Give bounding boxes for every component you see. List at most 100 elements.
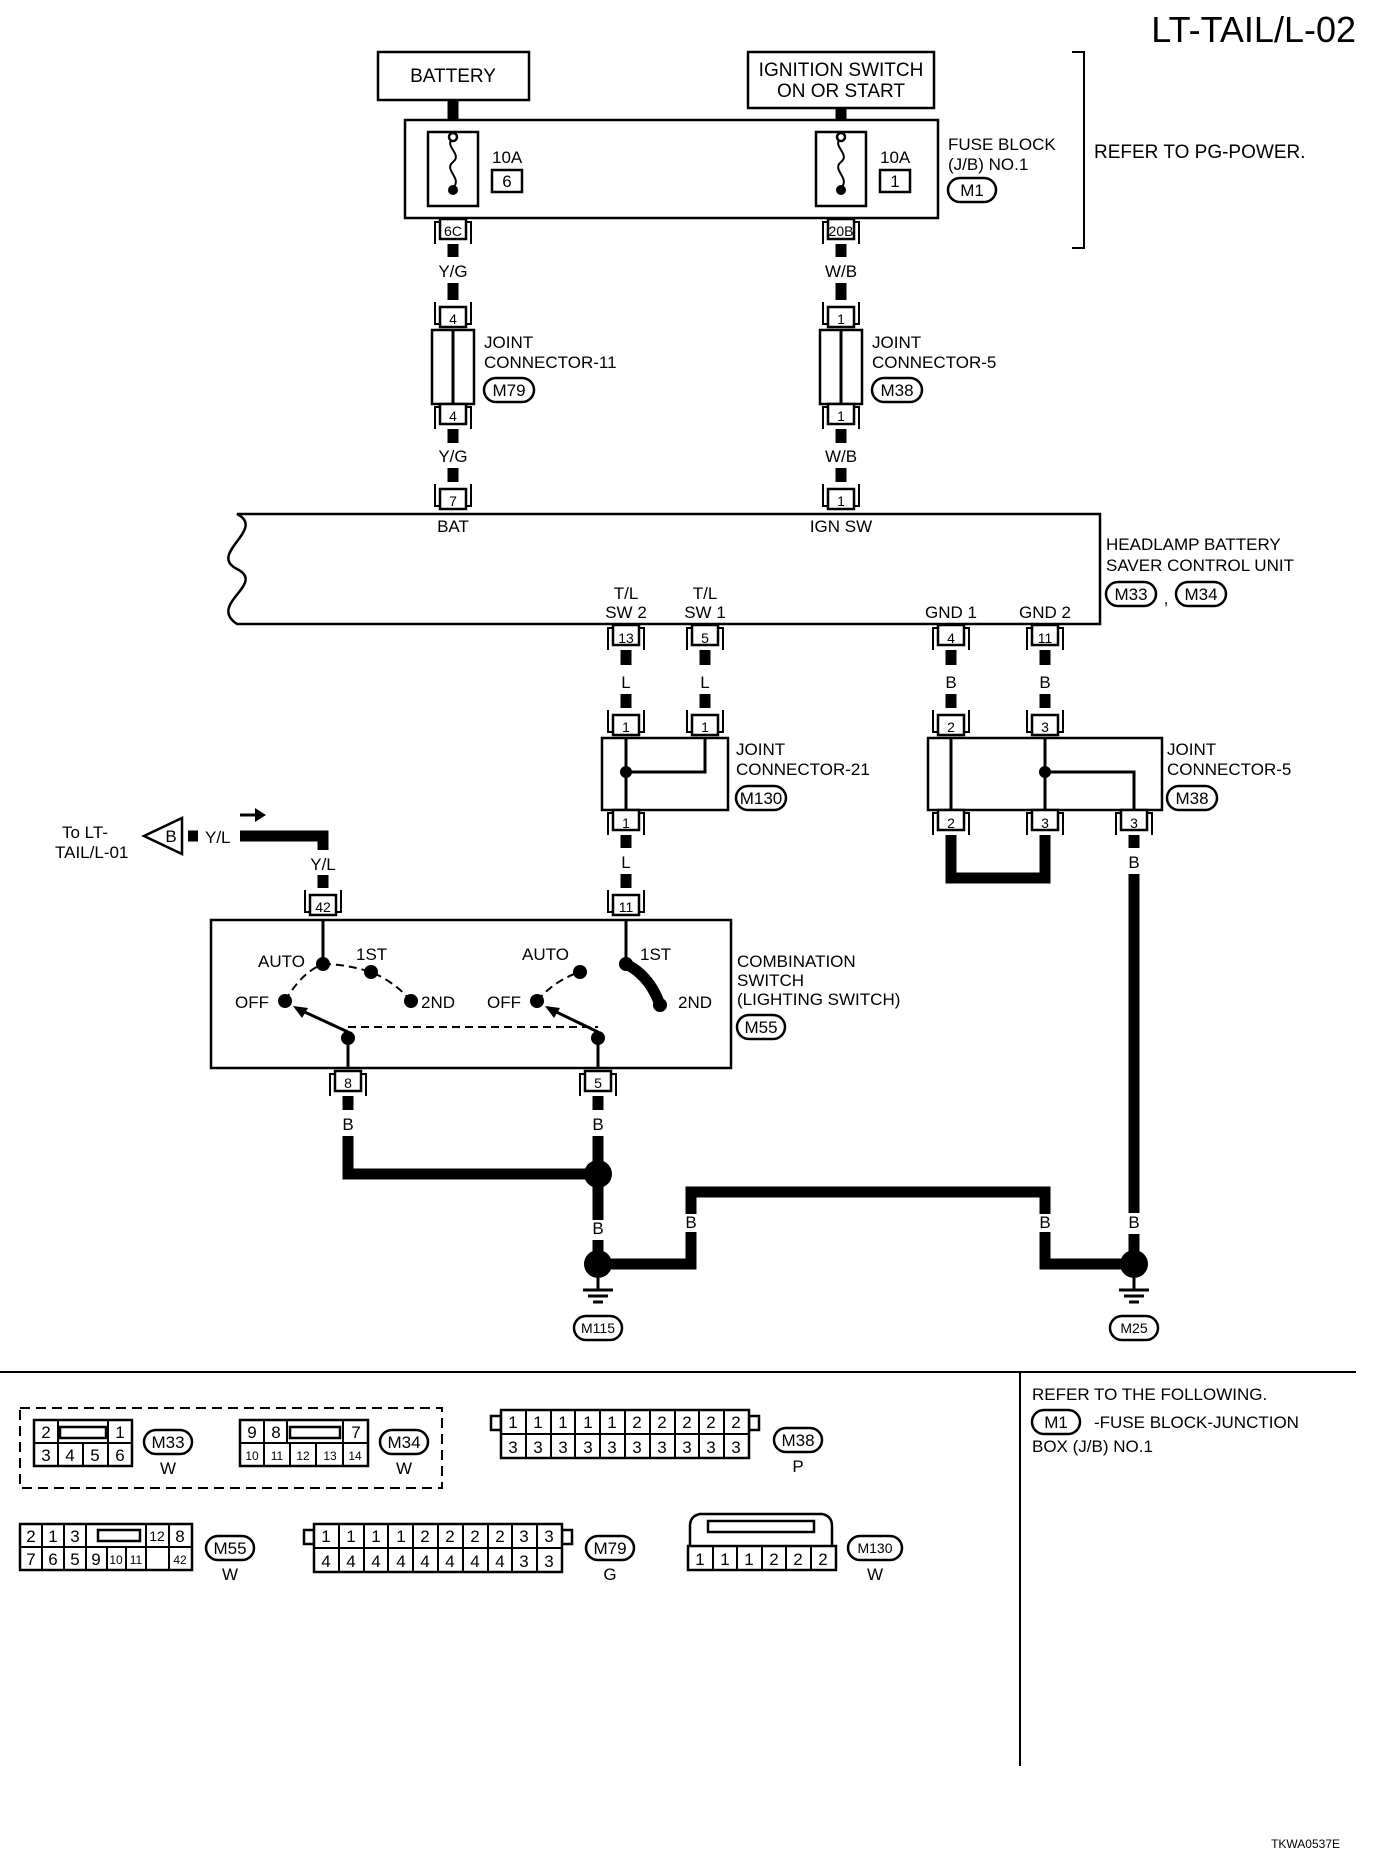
jc5-bottom-label-2: CONNECTOR-5 (1167, 760, 1291, 779)
cu-term-bat: BAT (437, 517, 469, 536)
svg-text:2: 2 (445, 1527, 454, 1546)
refer-following: REFER TO THE FOLLOWING. (1032, 1385, 1267, 1404)
connector-m55-diagram: 2 1 3 12 8 7 6 5 9 10 11 42 M55 W (18, 1522, 256, 1584)
svg-text:3: 3 (508, 1438, 517, 1457)
jc11-pin-bottom: 4 (449, 408, 457, 424)
ground-m115: M115 (581, 1320, 615, 1336)
svg-text:13: 13 (323, 1449, 337, 1463)
jc5-top-label-2: CONNECTOR-5 (872, 353, 996, 372)
to-lt-1: To LT- (62, 823, 108, 842)
combination-switch-box (209, 918, 733, 1070)
svg-text:4: 4 (396, 1552, 405, 1571)
svg-text:3: 3 (607, 1438, 616, 1457)
svg-text:3: 3 (544, 1527, 553, 1546)
svg-text:5: 5 (90, 1446, 99, 1465)
svg-text:2: 2 (818, 1550, 827, 1569)
control-unit-sep: , (1164, 589, 1169, 608)
connector-m33-color: W (160, 1459, 176, 1478)
refer-item-2: BOX (J/B) NO.1 (1032, 1437, 1153, 1456)
svg-text:5: 5 (70, 1550, 79, 1569)
wire-l-sw2: L (621, 673, 630, 692)
svg-text:3: 3 (706, 1438, 715, 1457)
svg-text:2: 2 (657, 1413, 666, 1432)
jc5b-pin-bottom-3: 3 (1130, 815, 1138, 831)
svg-text:7: 7 (26, 1550, 35, 1569)
wire-l-sw1: L (700, 673, 709, 692)
svg-text:14: 14 (348, 1449, 362, 1463)
svg-text:1: 1 (346, 1527, 355, 1546)
connector-m55-name: M55 (213, 1539, 246, 1558)
figure-code: TKWA0537E (1271, 1837, 1340, 1851)
wire-yg-1: Y/G (438, 262, 467, 281)
svg-text:3: 3 (519, 1552, 528, 1571)
jc21-label-1: JOINT (736, 740, 785, 759)
jc5b-pin-bottom-1: 2 (947, 815, 955, 831)
to-lt-arrow[interactable] (141, 816, 184, 856)
svg-text:6: 6 (48, 1550, 57, 1569)
svg-text:1: 1 (396, 1527, 405, 1546)
svg-text:3: 3 (519, 1527, 528, 1546)
wire-yl-2: Y/L (310, 855, 336, 874)
cu-term-sw2-2: SW 2 (605, 603, 647, 622)
svg-text:11: 11 (271, 1449, 284, 1463)
svg-text:3: 3 (41, 1446, 50, 1465)
cu-pin-sw2: 13 (618, 630, 634, 646)
combo-auto-2: AUTO (522, 945, 569, 964)
control-unit-connector-1: M33 (1114, 585, 1147, 604)
cu-pin-sw1: 5 (701, 630, 709, 646)
jc5b-pin-top-2: 3 (1041, 719, 1049, 735)
jc5-top-pin-top: 1 (837, 311, 845, 327)
jc5-top-connector: M38 (880, 381, 913, 400)
jc21-pin-bottom: 1 (622, 815, 630, 831)
svg-text:1: 1 (371, 1527, 380, 1546)
control-unit-connector-2: M34 (1184, 585, 1217, 604)
svg-text:1: 1 (533, 1413, 542, 1432)
connector-m38-name: M38 (781, 1431, 814, 1450)
combo-pin-5: 5 (594, 1075, 602, 1091)
svg-text:1: 1 (115, 1423, 124, 1442)
cu-pin-ign: 1 (837, 493, 845, 509)
svg-text:2: 2 (470, 1527, 479, 1546)
wire-yl-1: Y/L (205, 828, 231, 847)
svg-text:6: 6 (115, 1446, 124, 1465)
combo-1st-2: 1ST (640, 945, 671, 964)
cu-term-gnd2: GND 2 (1019, 603, 1071, 622)
connector-m55-color: W (222, 1565, 238, 1584)
svg-text:1: 1 (695, 1550, 704, 1569)
fuse-right-amp: 10A (880, 148, 911, 167)
wire-b-gnd2: B (1039, 673, 1050, 692)
wire-b-gnd-m115: B (592, 1219, 603, 1238)
connector-m38-color: P (792, 1457, 803, 1476)
connector-m33-name: M33 (151, 1433, 184, 1452)
svg-text:2: 2 (420, 1527, 429, 1546)
combo-off-1: OFF (235, 993, 269, 1012)
svg-text:3: 3 (682, 1438, 691, 1457)
fuse-right-num: 1 (890, 172, 899, 191)
jc5b-pin-top-1: 2 (947, 719, 955, 735)
cu-term-ign: IGN SW (810, 517, 872, 536)
jc11-label-1: JOINT (484, 333, 533, 352)
ground-m25-icon (1117, 1288, 1151, 1304)
battery-box (376, 50, 531, 102)
connector-m34-color: W (396, 1459, 412, 1478)
connector-m79-color: G (603, 1565, 616, 1584)
svg-text:3: 3 (70, 1527, 79, 1546)
ignition-switch-box (746, 50, 936, 110)
svg-text:3: 3 (544, 1552, 553, 1571)
svg-text:2: 2 (495, 1527, 504, 1546)
wire-b-m25: B (1128, 1213, 1139, 1232)
fuse-terminal-6c: 6C (444, 223, 462, 239)
wire-wb-2: W/B (825, 447, 857, 466)
svg-text:12: 12 (149, 1528, 165, 1544)
wire-wb-1: W/B (825, 262, 857, 281)
svg-text:2: 2 (41, 1423, 50, 1442)
jc21-label-2: CONNECTOR-21 (736, 760, 870, 779)
svg-text:3: 3 (583, 1438, 592, 1457)
combo-label-1: COMBINATION (737, 952, 856, 971)
connector-m130-name: M130 (857, 1540, 892, 1556)
jc11-connector: M79 (492, 381, 525, 400)
page-title: LT-TAIL/L-02 (1151, 9, 1356, 50)
cu-pin-bat: 7 (449, 493, 457, 509)
ground-m25: M25 (1120, 1320, 1147, 1336)
